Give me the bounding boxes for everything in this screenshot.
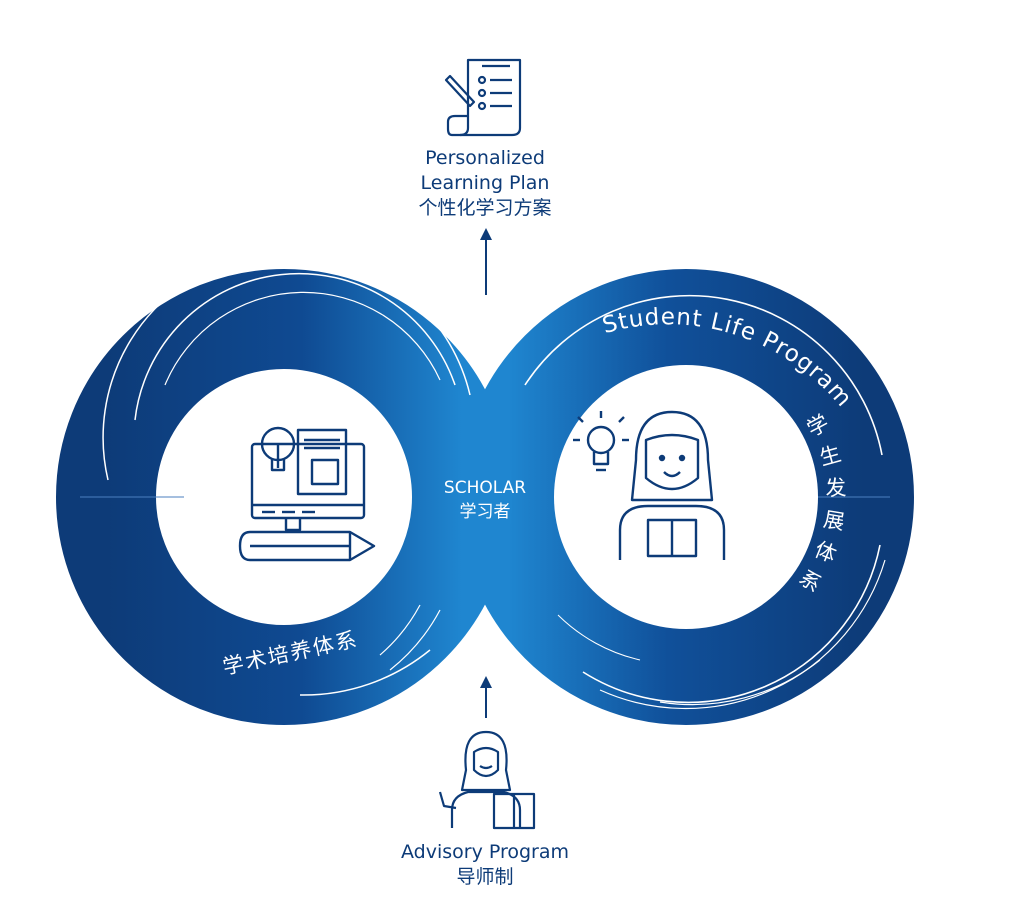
academic-program-label: Academic Program xyxy=(0,380,50,611)
right-inner-disc xyxy=(554,365,818,629)
center-label-line1: SCHOLAR xyxy=(443,478,527,498)
top-label-line1: Personalized xyxy=(425,147,545,169)
scholar-center-label: SCHOLAR 学习者 xyxy=(420,476,550,524)
arrow-up-to-plan xyxy=(480,228,492,295)
student-with-idea-icon xyxy=(573,410,726,560)
advisor-with-book-icon xyxy=(438,730,536,830)
student-life-zh-char: 展 xyxy=(822,507,847,534)
personalized-learning-plan-label: Personalized Learning Plan 个性化学习方案 xyxy=(385,146,585,221)
bottom-label-line1: Advisory Program xyxy=(400,841,570,863)
top-label-line2: Learning Plan xyxy=(420,172,550,194)
student-life-zh-char: 发 xyxy=(825,476,847,501)
arrow-up-from-advisory xyxy=(480,676,492,718)
center-label-line2: 学习者 xyxy=(459,502,511,522)
left-inner-disc xyxy=(184,397,384,597)
bottom-label-line2: 导师制 xyxy=(456,866,514,888)
top-label-line3: 个性化学习方案 xyxy=(418,197,552,219)
left-ring xyxy=(56,250,512,725)
advisory-program-label: Advisory Program 导师制 xyxy=(365,840,605,890)
checklist-document-icon xyxy=(444,58,522,137)
computer-lightbulb-pencil-icon xyxy=(238,426,376,562)
